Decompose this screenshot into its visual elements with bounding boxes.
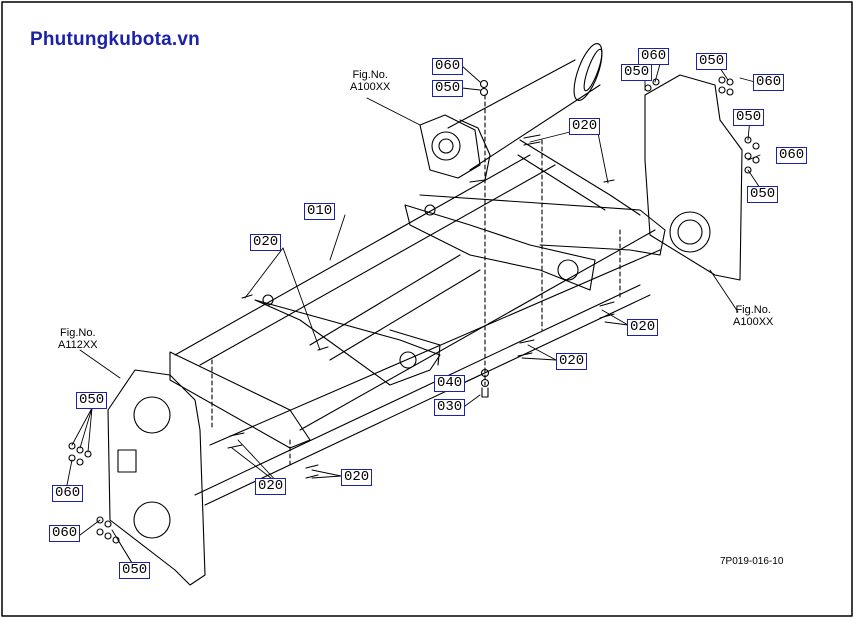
alignment-lines (211, 94, 621, 466)
left-end-plate (107, 369, 206, 586)
callout-020-right: 020 (627, 319, 659, 336)
callout-020-front: 020 (250, 234, 282, 251)
callout-050-right-low: 050 (747, 186, 779, 203)
main-frame-rails (174, 154, 661, 506)
figref-top-line2: A100XX (350, 81, 391, 93)
callout-060-right-top: 060 (753, 74, 785, 91)
figref-right-line1: Fig.No. (735, 304, 771, 316)
callout-020-top: 020 (569, 118, 601, 135)
figref-top-line1: Fig.No. (352, 69, 388, 81)
callout-020-center: 020 (556, 353, 588, 370)
leader-lines (65, 63, 761, 569)
callout-050-plate-top: 050 (621, 64, 653, 81)
callout-050-left-low: 050 (119, 562, 151, 579)
tube-pipe (419, 43, 603, 183)
callout-040: 040 (434, 375, 466, 392)
figref-left: Fig.No. A112XX (58, 327, 98, 351)
callout-060-left-low: 060 (49, 525, 81, 542)
callout-060-left-mid: 060 (52, 485, 84, 502)
callout-060-plate-top: 060 (638, 48, 670, 65)
callout-020-left: 020 (255, 478, 287, 495)
brand-watermark: Phutungkubota.vn (30, 29, 200, 50)
right-end-plate (644, 74, 743, 281)
callout-010: 010 (304, 203, 336, 220)
drawing-number: 7P019-016-10 (720, 556, 784, 567)
fasteners (68, 76, 760, 544)
callout-050-top: 050 (432, 80, 464, 97)
callout-050-left-top: 050 (76, 392, 108, 409)
callout-060-top: 060 (432, 58, 464, 75)
figref-top: Fig.No. A100XX (350, 69, 390, 93)
rear-cross-member (404, 139, 666, 291)
figref-left-line2: A112XX (58, 339, 98, 351)
figref-right: Fig.No. A100XX (733, 304, 773, 328)
figref-left-line1: Fig.No. (60, 327, 96, 339)
figref-right-line2: A100XX (733, 316, 774, 328)
callout-050-right-mid: 050 (733, 109, 765, 126)
callout-030: 030 (434, 399, 466, 416)
callout-060-right-mid: 060 (776, 147, 808, 164)
callout-050-right-top: 050 (696, 53, 728, 70)
callout-020-bottom: 020 (341, 469, 373, 486)
